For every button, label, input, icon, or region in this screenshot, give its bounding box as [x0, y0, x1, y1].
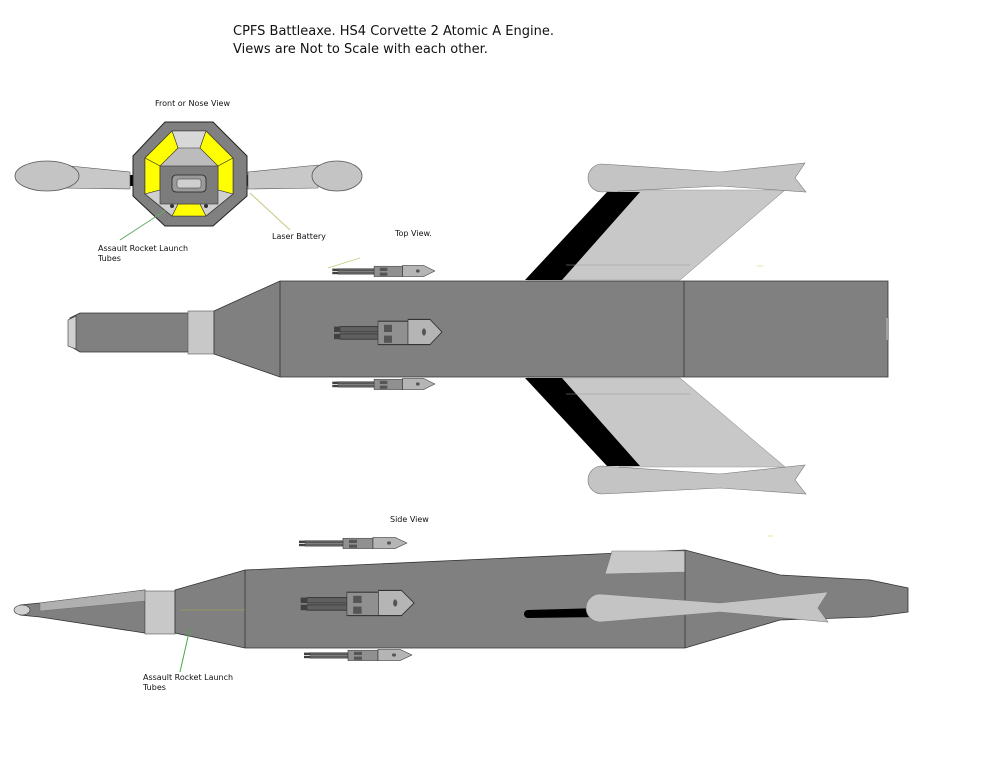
side-view — [13, 265, 909, 673]
assault-tubes-label-side-1: Assault Rocket Launch — [143, 673, 234, 682]
assault-tubes-label-front-2: Tubes — [98, 254, 121, 263]
top-nose-cone — [69, 312, 191, 353]
side-laser-turret-upper — [298, 536, 408, 550]
title-line-1: CPFS Battleaxe. HS4 Corvette 2 Atomic A … — [233, 24, 554, 39]
top-view — [67, 162, 889, 495]
side-collar — [144, 590, 176, 635]
assault-tubes-label-front-1: Assault Rocket Launch — [98, 244, 189, 253]
title-line-2: Views are Not to Scale with each other. — [233, 42, 488, 57]
top-hull-main — [213, 280, 889, 378]
side-engine-pod — [585, 591, 829, 623]
top-laser-turret-upper — [331, 264, 436, 278]
side-laser-turret-lower — [303, 648, 413, 662]
assault-tubes-leader-front — [119, 209, 167, 241]
front-view-label: Front or Nose View — [155, 99, 230, 108]
assault-tubes-label-side-2: Tubes — [143, 683, 166, 692]
side-view-label: Side View — [390, 515, 429, 524]
laser-battery-label: Laser Battery — [272, 232, 326, 241]
front-view — [14, 121, 363, 241]
laser-battery-leader — [249, 192, 291, 231]
side-wing-strut — [524, 608, 600, 618]
front-engine-pod-right — [311, 160, 363, 192]
top-collar — [187, 310, 215, 355]
top-wing-strut-upper — [525, 192, 640, 280]
top-engine-pod-lower — [587, 464, 807, 495]
top-view-label: Top View. — [395, 229, 432, 238]
front-engine-pod-left — [14, 160, 80, 192]
top-laser-turret-lower — [331, 377, 436, 391]
assault-tubes-leader-side — [179, 627, 191, 673]
top-engine-pod-upper — [587, 162, 807, 193]
top-wing-strut-lower — [525, 378, 640, 466]
